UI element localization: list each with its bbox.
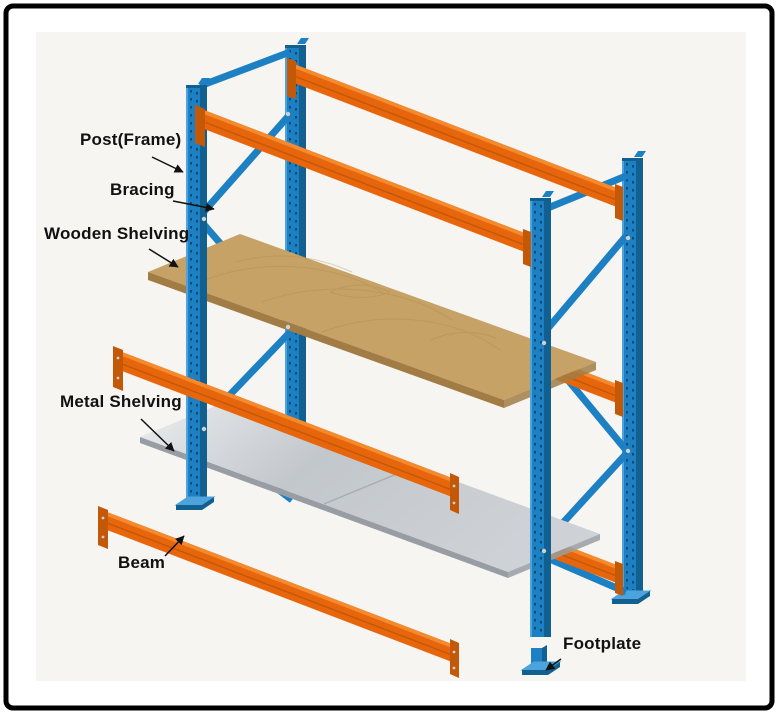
footplate-front-left (174, 496, 216, 510)
label-metal-shelving: Metal Shelving (60, 392, 182, 411)
arrow-footplate (545, 658, 562, 671)
label-bracing: Bracing (110, 180, 175, 199)
post-front-left (186, 78, 210, 506)
label-footplate: Footplate (563, 634, 642, 653)
image-border (3, 3, 775, 711)
bolt-dots (201, 111, 631, 554)
beam-low-front-detached (98, 506, 459, 678)
callout-arrows (140, 156, 562, 671)
wooden-shelf (148, 234, 596, 408)
arrow-metal-shelving (140, 418, 175, 452)
arrow-post-frame (151, 156, 184, 173)
post-back-right (622, 151, 646, 594)
label-wooden-shelving: Wooden Shelving (44, 224, 190, 243)
arrow-beam (164, 535, 185, 557)
bracing-right-frame (535, 172, 629, 596)
beam-top-back (287, 58, 623, 221)
post-front-right (530, 191, 554, 637)
beam-top-front (195, 105, 531, 267)
beam-mid-front-detached (113, 346, 459, 514)
label-beam: Beam (118, 553, 166, 572)
arrow-wooden-shelving (148, 248, 179, 268)
label-post-frame: Post(Frame) (80, 130, 182, 149)
arrow-bracing (172, 200, 215, 212)
